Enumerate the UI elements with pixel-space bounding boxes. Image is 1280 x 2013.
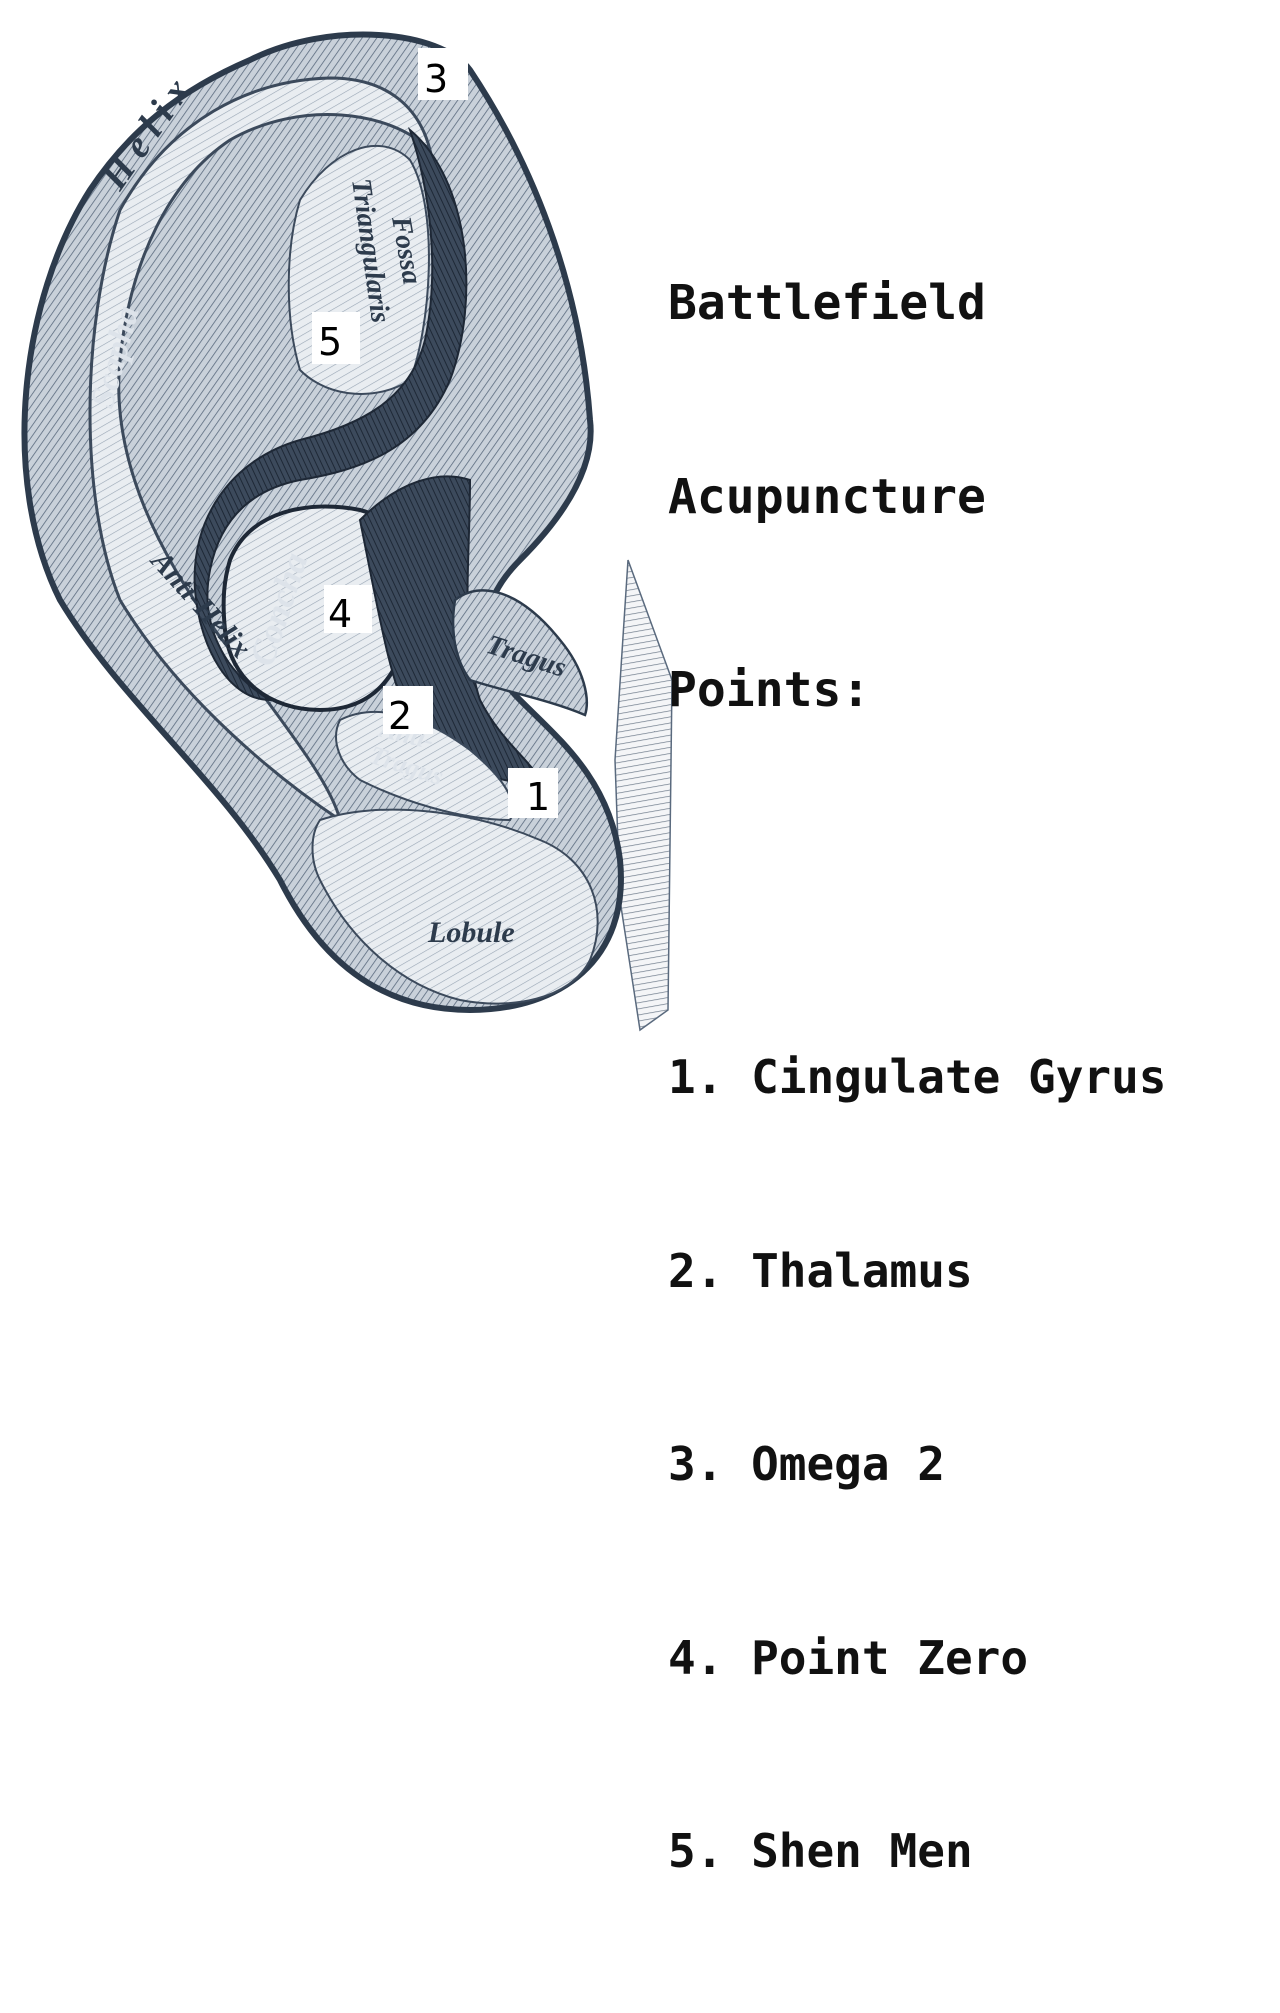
svg-text:5: 5 (318, 320, 342, 364)
legend-item-5: 5. Shen Men (668, 1824, 973, 1878)
svg-text:4: 4 (328, 592, 352, 636)
svg-text:1: 1 (526, 775, 550, 819)
cheek-shading (614, 559, 673, 1032)
marker-4: 4 (324, 585, 372, 636)
marker-5: 5 (312, 312, 360, 364)
marker-2: 2 (383, 686, 433, 738)
ear-illustration: H e l i x Scapha Fossa Triangularis Conc… (21, 31, 673, 1032)
lobule-area (311, 808, 599, 1005)
legend-spacer (668, 852, 1280, 917)
legend-title-line-3: Points: (668, 662, 871, 718)
svg-text:3: 3 (424, 57, 448, 101)
marker-1: 1 (508, 768, 558, 819)
label-lobule: Lobule (427, 916, 515, 949)
legend-item-2: 2. Thalamus (668, 1243, 973, 1298)
svg-text:2: 2 (388, 694, 412, 738)
legend-item-4: 4. Point Zero (668, 1630, 1029, 1685)
legend-item-3: 3. Omega 2 (668, 1437, 945, 1491)
ear-diagram: H e l i x Scapha Fossa Triangularis Conc… (21, 31, 1167, 1878)
legend: Battlefield Acupuncture Points: 1. Cingu… (668, 142, 1280, 2013)
legend-title-line-1: Battlefield (668, 275, 986, 331)
legend-title-line-2: Acupuncture (668, 468, 986, 525)
scapha-groove (88, 76, 433, 824)
marker-3: 3 (418, 48, 468, 101)
tragus-flap (451, 589, 588, 717)
legend-item-1: 1. Cingulate Gyrus (668, 1050, 1167, 1104)
